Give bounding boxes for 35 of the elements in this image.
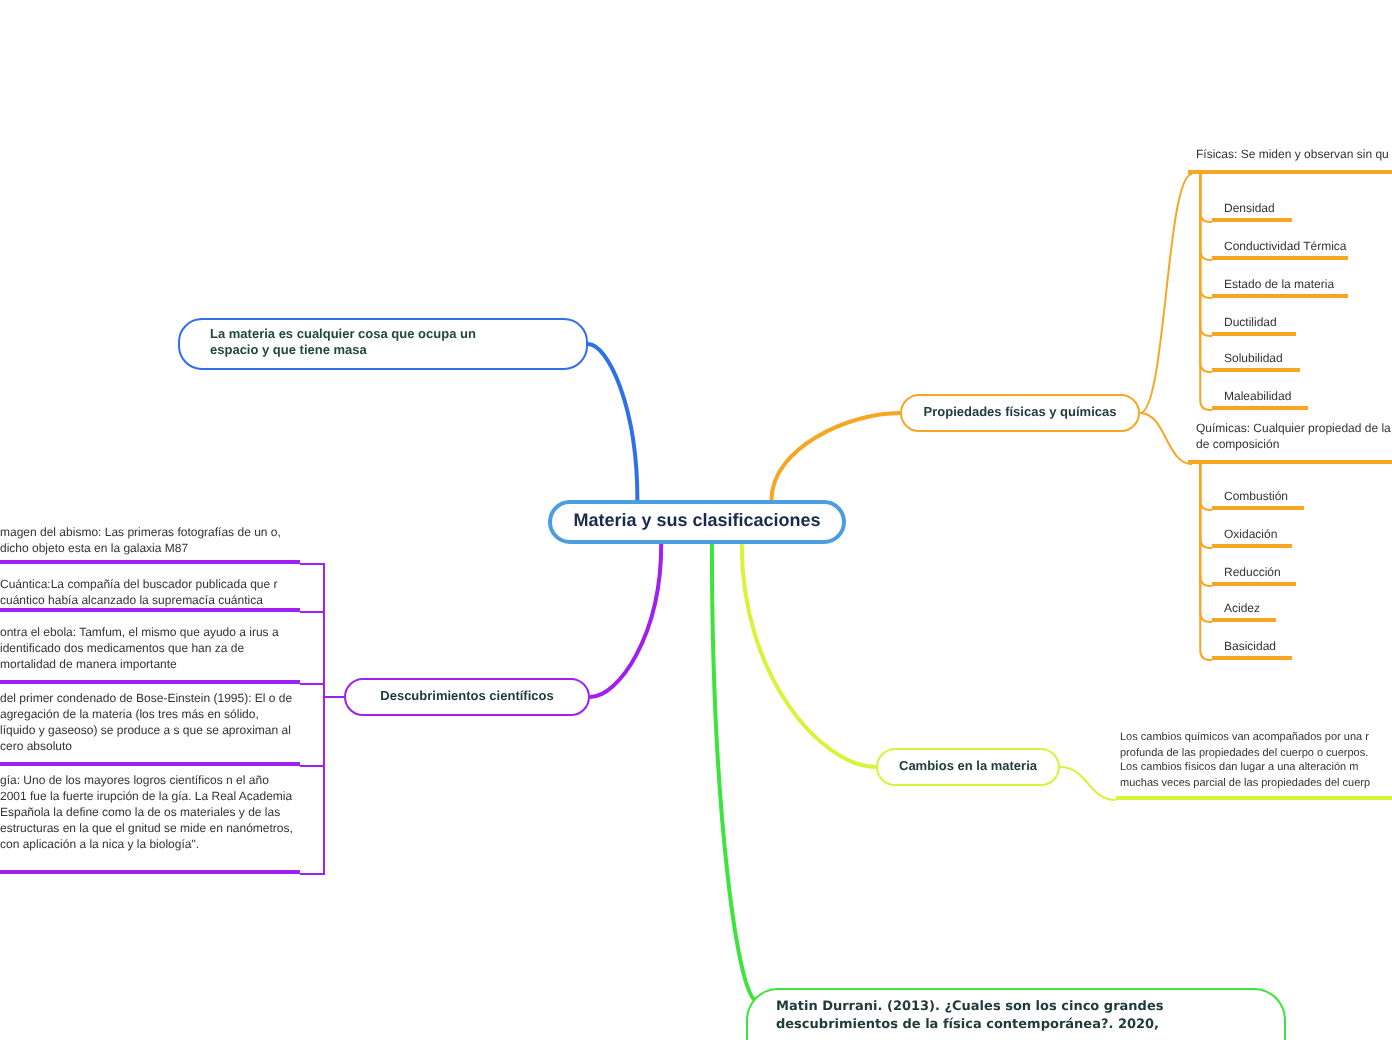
property-item bbox=[1212, 524, 1292, 548]
discovery-note bbox=[0, 772, 300, 874]
connector-line bbox=[739, 543, 877, 769]
property-item bbox=[1212, 598, 1276, 622]
property-item bbox=[1212, 236, 1348, 260]
connector-line bbox=[1139, 412, 1194, 465]
property-item bbox=[1212, 562, 1296, 586]
property-item bbox=[1212, 312, 1296, 336]
discovery-note bbox=[0, 524, 300, 564]
property-item bbox=[1212, 386, 1308, 410]
property-item bbox=[1212, 636, 1292, 660]
property-item bbox=[1212, 198, 1292, 222]
subtopic-note bbox=[1188, 148, 1392, 174]
reference-bubble bbox=[746, 988, 1286, 1040]
topic-bubble bbox=[344, 678, 590, 716]
connector-line bbox=[1139, 173, 1194, 414]
subtopic-note bbox=[1188, 422, 1392, 464]
connector-line bbox=[1059, 766, 1117, 801]
connector-line bbox=[769, 411, 901, 501]
connector-line bbox=[709, 544, 759, 1003]
connector-line bbox=[587, 342, 640, 501]
discovery-note bbox=[0, 624, 300, 684]
node-text: Materia y sus clasificaciones bbox=[573, 508, 821, 535]
topic-bubble bbox=[900, 394, 1140, 432]
topic-bubble bbox=[876, 748, 1060, 786]
connector-line bbox=[589, 543, 664, 699]
discovery-note bbox=[0, 690, 300, 766]
property-item bbox=[1212, 274, 1348, 298]
topic-bubble bbox=[178, 318, 588, 370]
central-topic bbox=[548, 500, 846, 544]
connector-line bbox=[1199, 173, 1213, 411]
property-item bbox=[1212, 486, 1304, 510]
subtopic-note bbox=[1116, 732, 1392, 800]
connector-line bbox=[1199, 463, 1213, 661]
property-item bbox=[1212, 348, 1300, 372]
